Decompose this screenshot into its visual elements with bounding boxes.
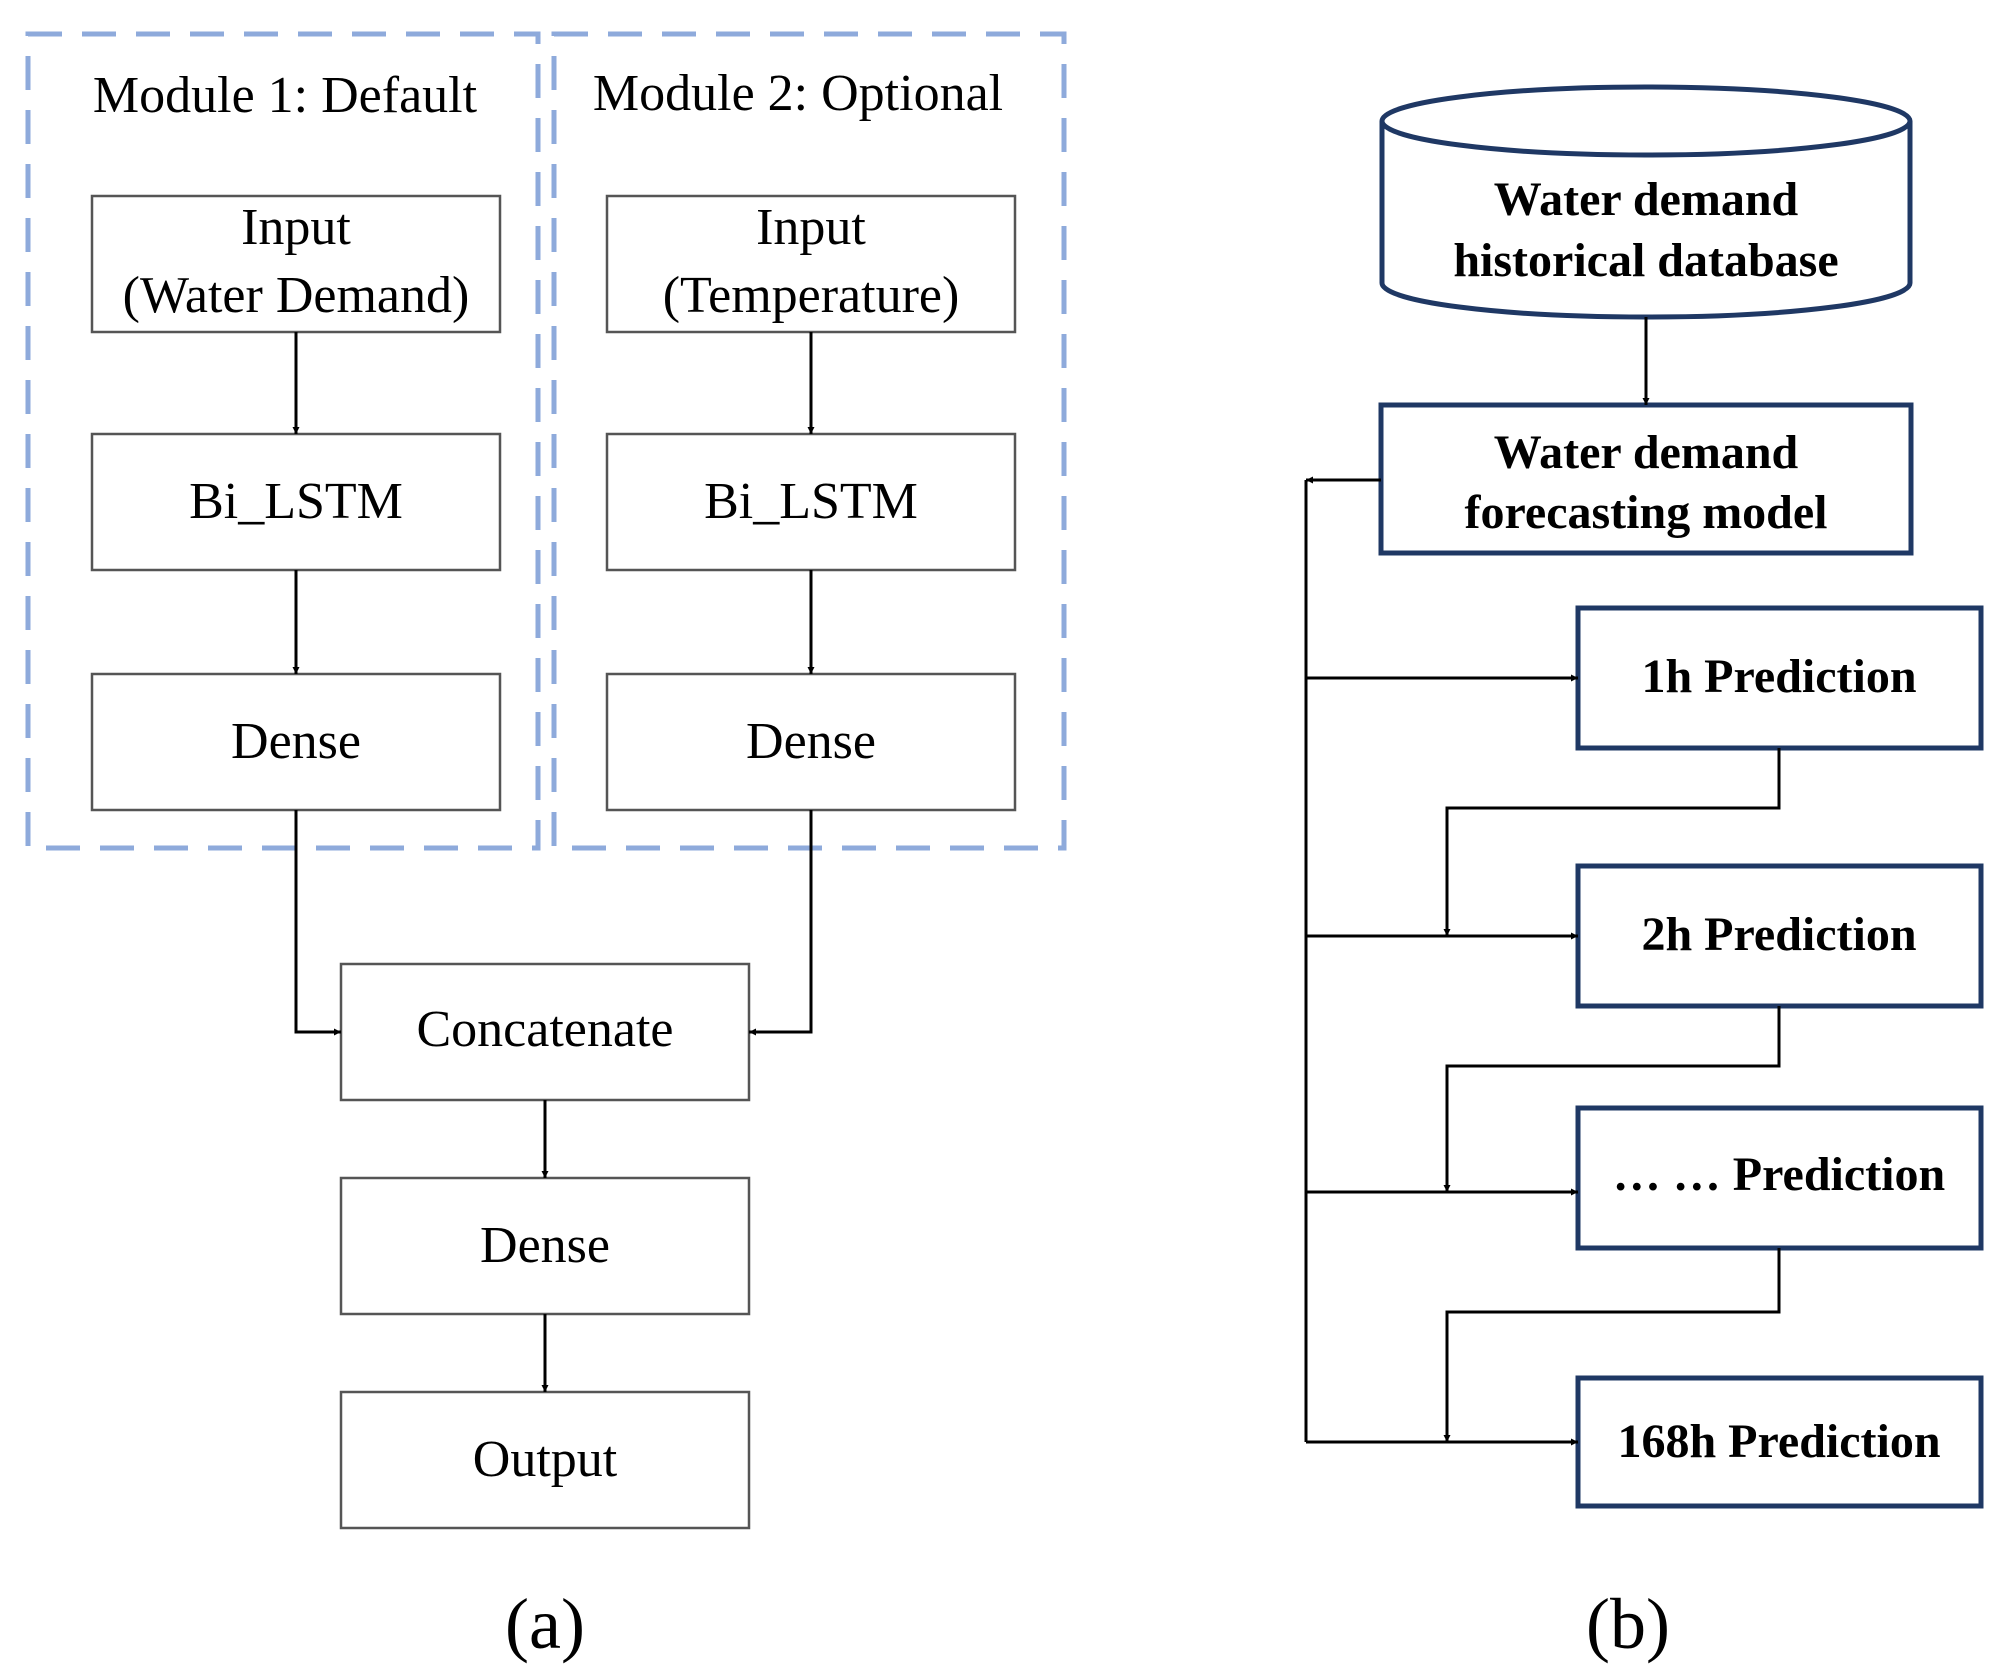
- module1-input-label: Input: [241, 199, 351, 256]
- panel-b: Water demand historical database Water d…: [1304, 84, 1984, 1664]
- output-label: Output: [473, 1431, 618, 1488]
- database-top: [1379, 84, 1913, 158]
- module1-dense-label: Dense: [231, 713, 361, 770]
- database-sublabel: historical database: [1453, 234, 1838, 287]
- forecasting-model-box: [1378, 402, 1914, 556]
- module2-input-box: [605, 194, 1017, 334]
- merged-dense-box: [339, 1176, 751, 1316]
- module1-container: [25, 31, 541, 851]
- database-label: Water demand: [1494, 173, 1799, 226]
- prediction-168h-label: 168h Prediction: [1617, 1415, 1940, 1468]
- merged-dense-label: Dense: [480, 1217, 610, 1274]
- module2-title: Module 2: Optional: [593, 65, 1003, 122]
- output-box: [339, 1390, 751, 1530]
- arrow-m1-dense-to-concatenate: [294, 810, 341, 1036]
- module2-input-sublabel: (Temperature): [663, 267, 960, 324]
- module2-container: [551, 31, 1067, 851]
- module1-bilstm-label: Bi_LSTM: [189, 473, 403, 530]
- module1-bilstm-box: [90, 432, 502, 572]
- arrow-2h-to-next: [1443, 1006, 1781, 1192]
- module2-dense-box: [605, 672, 1017, 812]
- module2-input-label: Input: [756, 199, 866, 256]
- arrow-ellipsis-to-next: [1443, 1248, 1781, 1442]
- arrow-m2-dense-to-concatenate: [749, 810, 813, 1036]
- arrow-1h-to-next: [1443, 748, 1781, 936]
- concatenate-label: Concatenate: [417, 1001, 674, 1058]
- module2-dense-label: Dense: [746, 713, 876, 770]
- panel-b-label: (b): [1586, 1584, 1670, 1664]
- forecasting-model-label: Water demand: [1494, 426, 1799, 479]
- prediction-ellipsis-box: [1575, 1105, 1984, 1251]
- module2-bilstm-label: Bi_LSTM: [704, 473, 918, 530]
- database-cylinder: [1379, 84, 1913, 320]
- module1-title: Module 1: Default: [93, 67, 478, 124]
- module1-input-sublabel: (Water Demand): [123, 267, 470, 324]
- forecasting-model-sublabel: forecasting model: [1464, 486, 1827, 539]
- prediction-1h-label: 1h Prediction: [1641, 650, 1916, 703]
- panel-a: Module 1: Default Module 2: Optional Inp…: [25, 31, 1067, 1664]
- prediction-1h-box: [1575, 605, 1984, 751]
- prediction-ellipsis-label: … … Prediction: [1613, 1148, 1945, 1201]
- panel-a-label: (a): [505, 1584, 585, 1664]
- prediction-2h-label: 2h Prediction: [1641, 908, 1916, 961]
